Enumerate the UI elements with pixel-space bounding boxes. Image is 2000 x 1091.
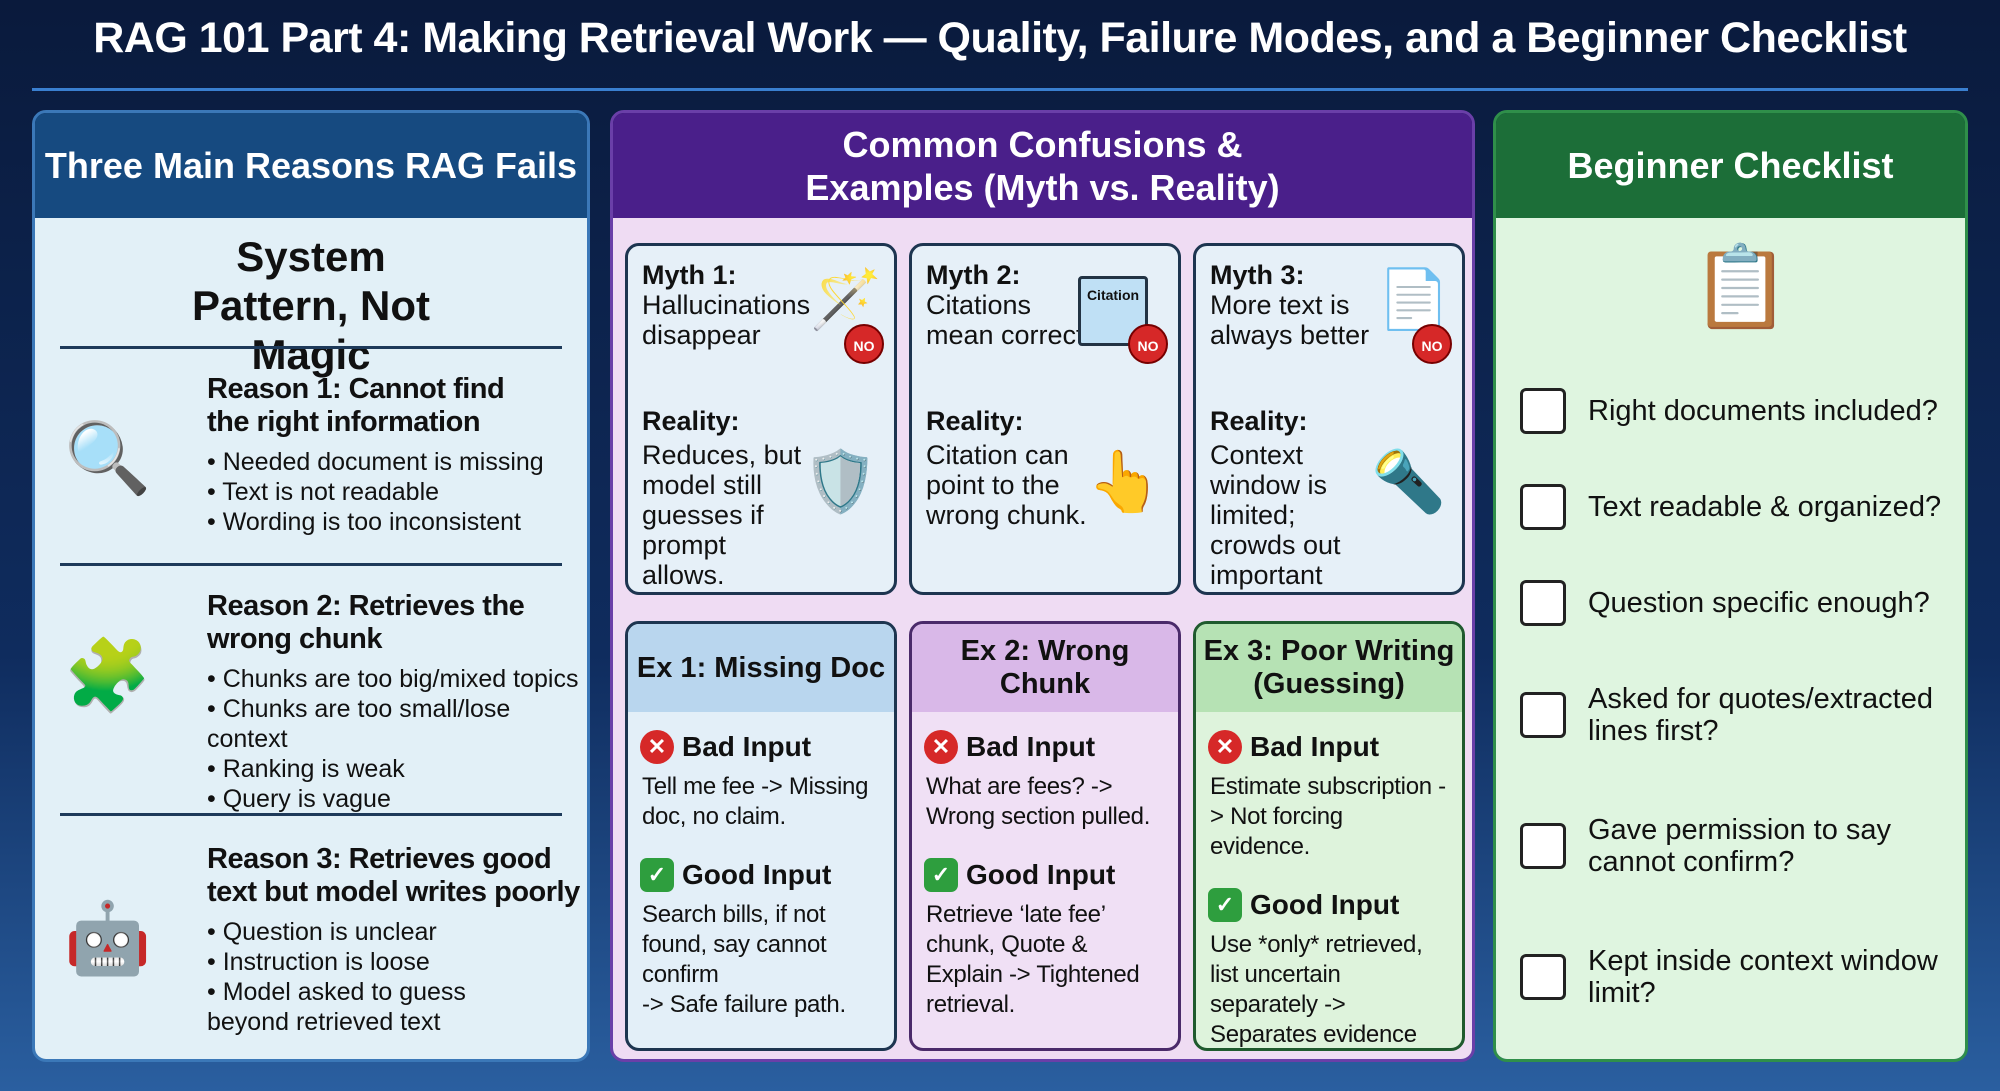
confusions-header: Common Confusions & Examples (Myth vs. R… (613, 113, 1472, 218)
myth-text: More text is always better (1210, 290, 1370, 350)
bullet: Text is not readable (207, 477, 544, 507)
reality-label: Reality: (642, 406, 740, 436)
checklist-item[interactable]: Question specific enough? (1520, 580, 1930, 626)
shield-icon: 🛡️ (803, 448, 878, 515)
checkbox[interactable] (1520, 692, 1566, 738)
bullet: Wording is too inconsistent (207, 507, 544, 537)
bullet: Question is unclear (207, 917, 537, 947)
reality-text: Citation can point to the wrong chunk. (926, 440, 1087, 530)
x-circle-icon: ✕ (640, 730, 674, 764)
myth-card-3: Myth 3:More text is always better 📄NO Re… (1193, 243, 1465, 595)
checkmark-icon: ✓ (640, 858, 674, 892)
citation-doc-icon: Citation (1078, 276, 1148, 346)
good-text: Retrieve ‘late fee’ chunk, Quote & Expla… (926, 901, 1140, 1018)
checklist-panel: Beginner Checklist 📋 Right documents inc… (1493, 110, 1968, 1062)
example-title: Ex 3: Poor Writing (Guessing) (1196, 624, 1462, 712)
bad-label: Bad Input (682, 731, 812, 762)
checkbox[interactable] (1520, 484, 1566, 530)
bad-label: Bad Input (966, 731, 1096, 762)
divider (60, 813, 562, 816)
no-badge: NO (1412, 324, 1452, 364)
myth-card-1: Myth 1:Hallucinations disappear 🪄NO Real… (625, 243, 897, 595)
myth-text: Citations mean correct (926, 290, 1084, 350)
clipboard-checklist-icon: 📋 (1691, 242, 1791, 331)
checklist-item[interactable]: Right documents included? (1520, 388, 1938, 434)
bad-text: Estimate subscription -> Not forcing evi… (1210, 773, 1446, 860)
good-label: Good Input (682, 859, 832, 890)
checklist-item[interactable]: Asked for quotes/extracted lines first? (1520, 683, 1940, 747)
bad-text: What are fees? -> Wrong section pulled. (926, 773, 1151, 830)
page-title: RAG 101 Part 4: Making Retrieval Work — … (93, 14, 1907, 62)
bullet: Ranking is weak (207, 754, 587, 784)
paper-stack-icon: 📄 (1377, 267, 1450, 332)
confusions-panel: Common Confusions & Examples (Myth vs. R… (610, 110, 1475, 1062)
title-divider (32, 88, 1968, 91)
subtitle: System Pattern, Not Magic (191, 233, 430, 378)
checklist-label: Text readable & organized? (1588, 491, 1942, 523)
bullet: Instruction is loose (207, 947, 537, 977)
bullet: Needed document is missing (207, 447, 544, 477)
reality-text: Reduces, but model still guesses if prom… (642, 440, 802, 590)
myth-label: Myth 2: (926, 260, 1021, 290)
example-title: Ex 1: Missing Doc (628, 624, 894, 712)
pointing-hand-chunks-icon: 👆 (1087, 448, 1162, 515)
robot-writing-icon: 🤖 (64, 899, 152, 977)
bullet: Chunks are too big/mixed topics (207, 664, 587, 694)
bad-text: Tell me fee -> Missing doc, no claim. (642, 773, 869, 830)
reality-text: Context window is limited; crowds out im… (1210, 440, 1341, 592)
checklist-item[interactable]: Gave permission to say cannot confirm? (1520, 814, 1920, 878)
divider (60, 563, 562, 566)
magic-wand-icon: 🪄 (809, 267, 882, 332)
confusions-header-text: Common Confusions & Examples (Myth vs. R… (805, 123, 1280, 208)
checkmark-icon: ✓ (1208, 888, 1242, 922)
reality-label: Reality: (1210, 406, 1308, 436)
reason-title: Reason 3: Retrieves good text but model … (207, 843, 580, 908)
checkbox[interactable] (1520, 580, 1566, 626)
checkbox[interactable] (1520, 823, 1566, 869)
bullet: Chunks are too small/lose context (207, 694, 587, 754)
magnifier-missing-doc-icon: 🔍 (64, 419, 152, 497)
reasons-panel: Three Main Reasons RAG Fails System Patt… (32, 110, 590, 1062)
example-card-3: Ex 3: Poor Writing (Guessing) ✕ Bad Input… (1193, 621, 1465, 1051)
example-card-1: Ex 1: Missing Doc ✕ Bad Input Tell me fee… (625, 621, 897, 1051)
good-label: Good Input (1250, 889, 1400, 920)
checkbox[interactable] (1520, 954, 1566, 1000)
good-label: Good Input (966, 859, 1116, 890)
bullet: Model asked to guess beyond retrieved te… (207, 977, 537, 1037)
x-circle-icon: ✕ (924, 730, 958, 764)
checkbox[interactable] (1520, 388, 1566, 434)
reason-title: Reason 2: Retrieves the wrong chunk (207, 590, 525, 655)
divider (60, 346, 562, 349)
checklist-header: Beginner Checklist (1496, 113, 1965, 218)
bad-label: Bad Input (1250, 731, 1380, 762)
reason-title: Reason 1: Cannot find the right informat… (207, 373, 505, 438)
good-text: Search bills, if not found, say cannot c… (642, 901, 846, 1018)
myth-text: Hallucinations disappear (642, 290, 811, 350)
no-badge: NO (1128, 324, 1168, 364)
checklist-label: Kept inside context window limit? (1588, 945, 1938, 1009)
checklist-label: Question specific enough? (1588, 587, 1930, 619)
checklist-label: Right documents included? (1588, 395, 1938, 427)
reasons-header: Three Main Reasons RAG Fails (35, 113, 587, 218)
example-card-2: Ex 2: Wrong Chunk ✕ Bad Input What are fe… (909, 621, 1181, 1051)
checklist-label: Asked for quotes/extracted lines first? (1588, 683, 1933, 747)
checkmark-icon: ✓ (924, 858, 958, 892)
x-circle-icon: ✕ (1208, 730, 1242, 764)
checklist-label: Gave permission to say cannot confirm? (1588, 814, 1892, 878)
myth-label: Myth 3: (1210, 260, 1305, 290)
checklist-item[interactable]: Text readable & organized? (1520, 484, 1941, 530)
example-title: Ex 2: Wrong Chunk (912, 624, 1178, 712)
no-badge: NO (844, 324, 884, 364)
myth-label: Myth 1: (642, 260, 737, 290)
checklist-item[interactable]: Kept inside context window limit? (1520, 945, 1940, 1009)
puzzle-hand-icon: 🧩 (64, 636, 152, 714)
bullet: Query is vague (207, 784, 587, 814)
good-text: Use *only* retrieved, list uncertain sep… (1210, 931, 1423, 1048)
spotlight-doc-icon: 🔦 (1371, 448, 1446, 515)
reality-label: Reality: (926, 406, 1024, 436)
